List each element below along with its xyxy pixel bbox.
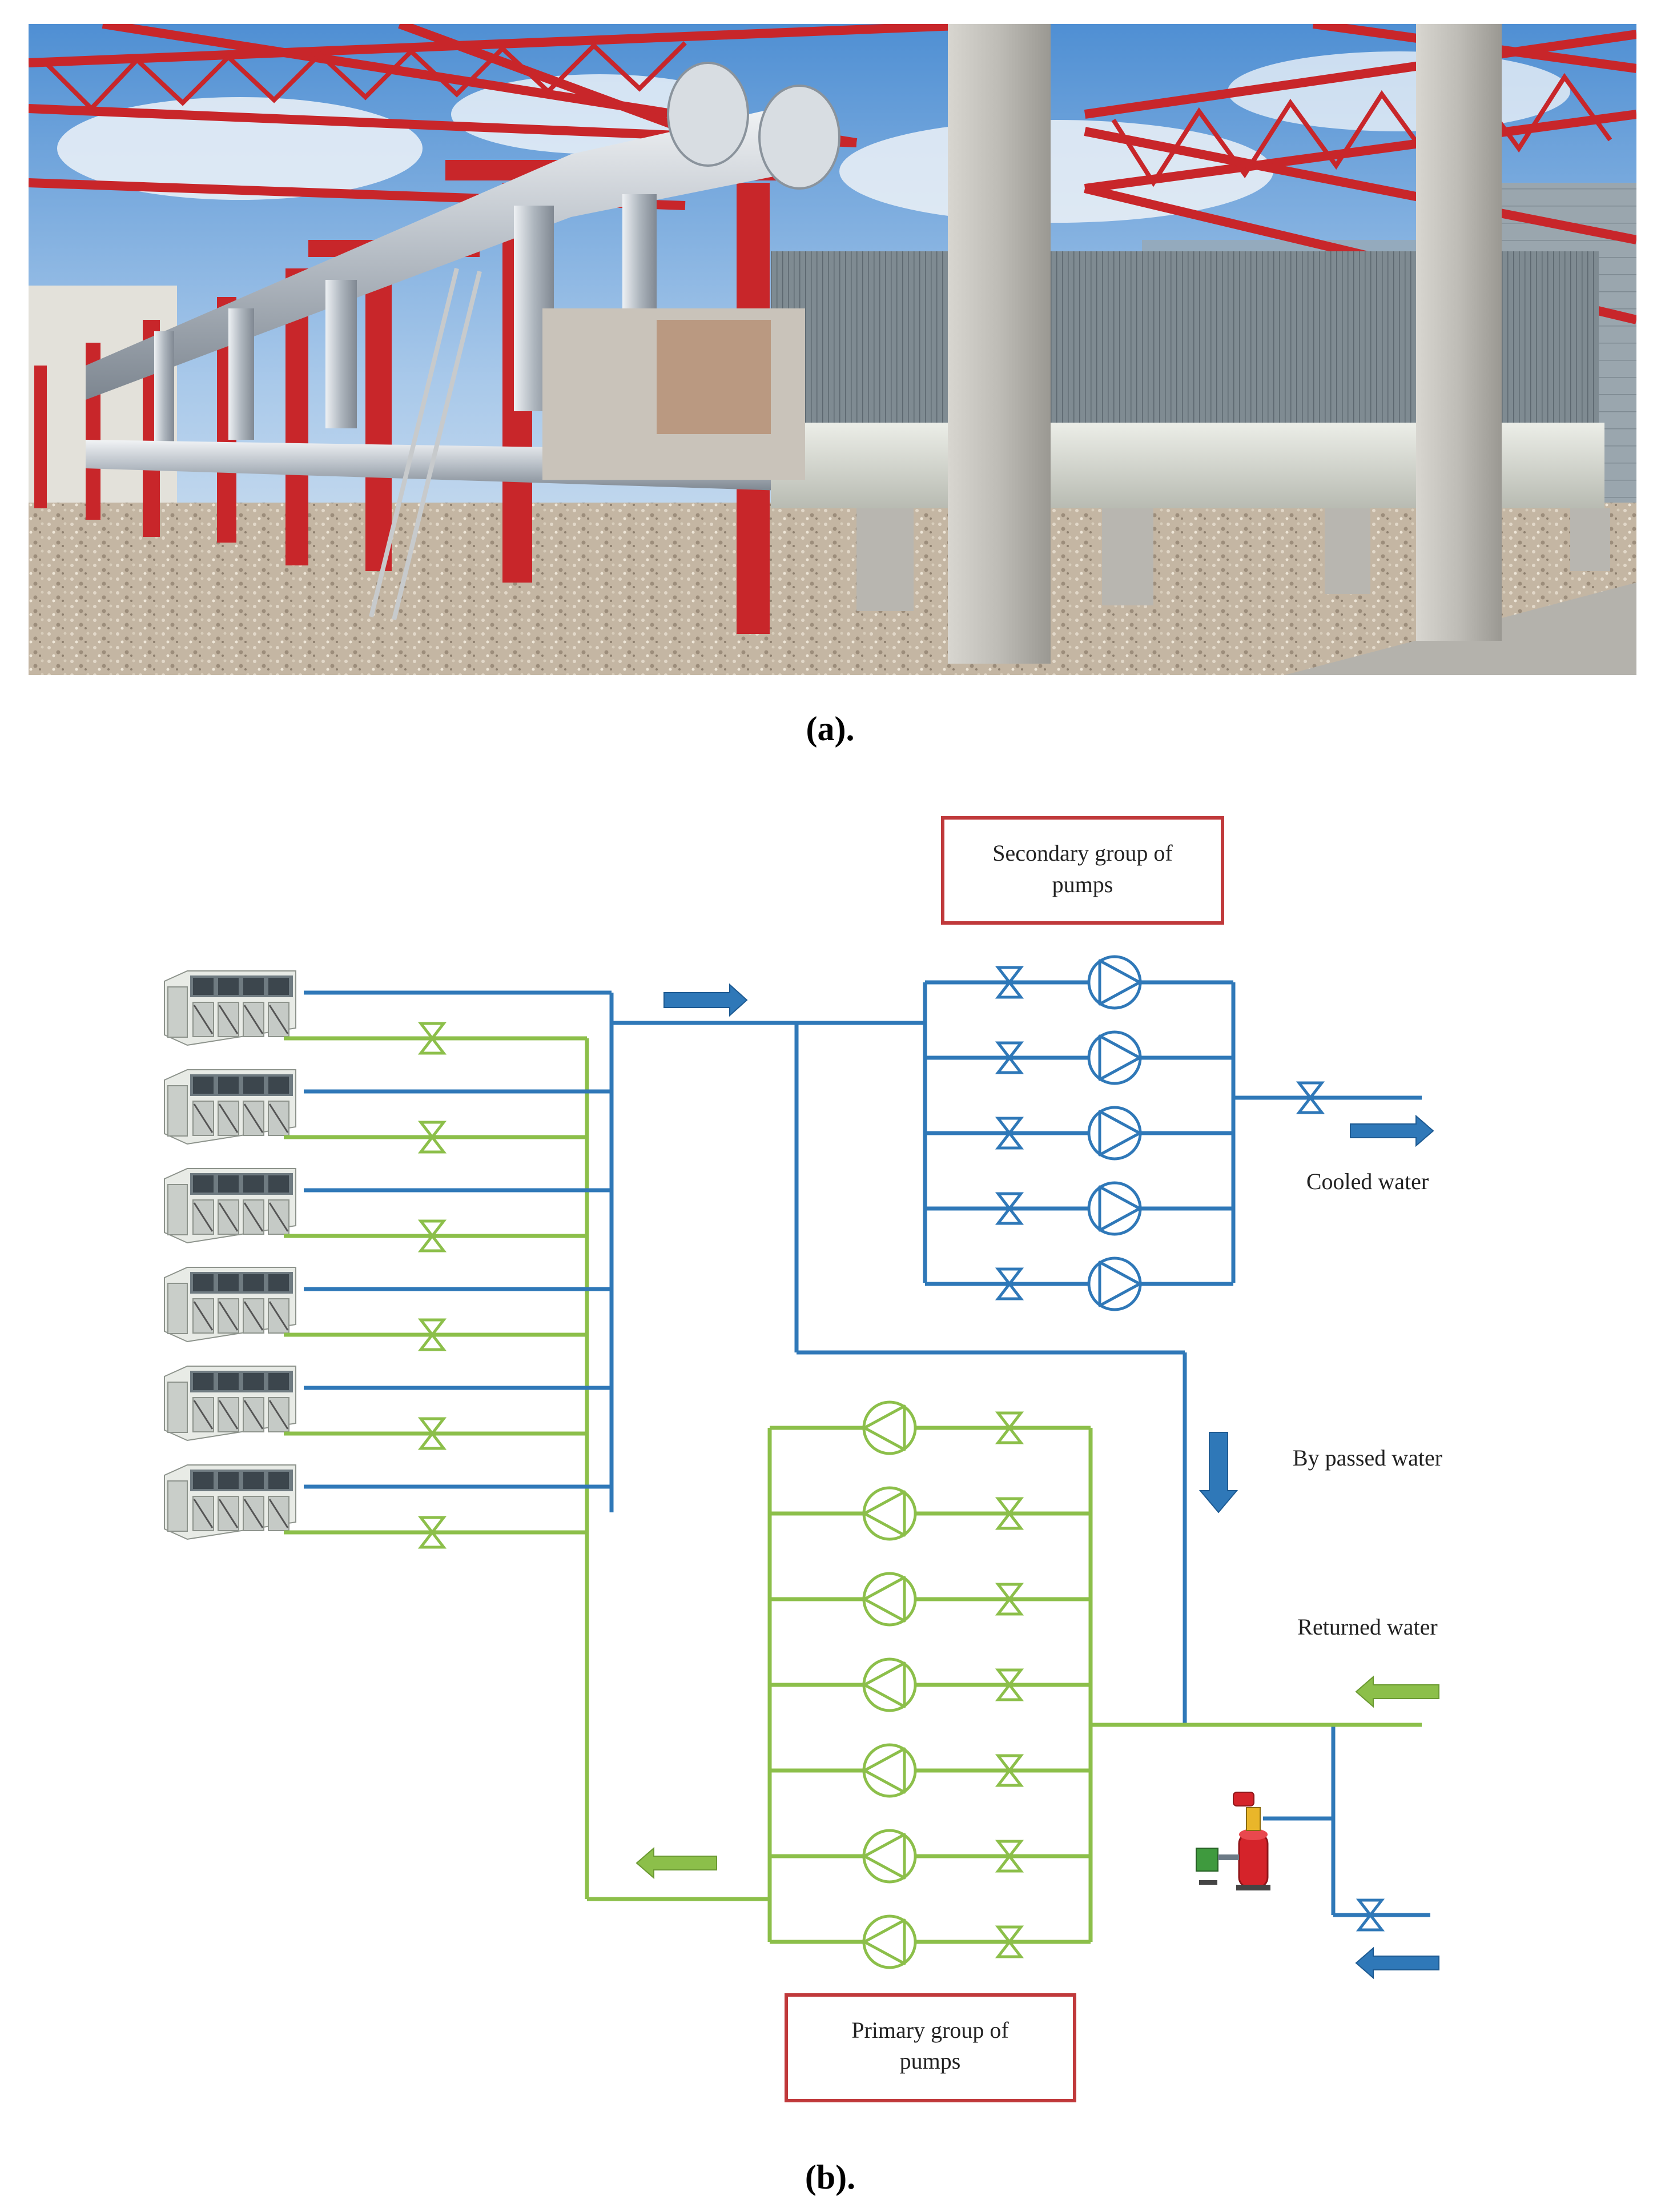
primary-pump-group xyxy=(770,1400,1091,1969)
supply-piping xyxy=(609,982,1430,1917)
chiller-group xyxy=(164,970,612,1549)
secondary-box-line1: Secondary group of xyxy=(992,840,1173,866)
chiller-icon xyxy=(164,1168,296,1244)
pump-icon xyxy=(862,1829,917,1884)
label-cooled-water: Cooled water xyxy=(1306,1169,1429,1194)
label-returned-water: Returned water xyxy=(1297,1614,1437,1640)
hydraulic-schematic xyxy=(164,816,1439,2102)
expansion-vessel-icon xyxy=(1196,1792,1270,1890)
caption-b: (b). xyxy=(805,2158,855,2196)
valve-icon xyxy=(995,966,1024,999)
secondary-pumps-box xyxy=(941,816,1224,925)
pump-icon xyxy=(862,1914,917,1969)
primary-box-line2: pumps xyxy=(900,2048,961,2074)
valve-icon xyxy=(995,1925,1024,1958)
pump-icon xyxy=(862,1400,917,1455)
flow-arrow-returned-water xyxy=(1355,1675,1439,1708)
label-bypassed-water: By passed water xyxy=(1293,1445,1442,1471)
secondary-box-line2: pumps xyxy=(1052,872,1113,897)
pump-icon xyxy=(1087,955,1142,1010)
valve-icon xyxy=(417,1318,447,1351)
line-valves xyxy=(1296,1081,1385,1932)
valve-icon xyxy=(417,1516,447,1549)
valve-icon xyxy=(1356,1898,1385,1932)
pump-icon xyxy=(862,1657,917,1712)
valve-icon xyxy=(995,1267,1024,1300)
chiller-icon xyxy=(164,1366,296,1442)
pump-icon xyxy=(862,1486,917,1541)
pump-icon xyxy=(862,1743,917,1798)
flow-arrow-return-left xyxy=(636,1846,717,1880)
flow-arrow-supply-right xyxy=(663,983,748,1017)
caption-a: (a). xyxy=(806,710,855,748)
pump-icon xyxy=(1087,1030,1142,1085)
chiller-icon xyxy=(164,1267,296,1343)
valve-icon xyxy=(1296,1081,1325,1114)
valve-icon xyxy=(995,1497,1024,1530)
valve-icon xyxy=(417,1219,447,1252)
valve-icon xyxy=(995,1117,1024,1150)
pump-icon xyxy=(1087,1181,1142,1236)
flow-arrow-bypass-down xyxy=(1199,1432,1238,1514)
pump-icon xyxy=(862,1572,917,1627)
chiller-icon xyxy=(164,1069,296,1145)
valve-icon xyxy=(417,1022,447,1055)
chiller-icon xyxy=(164,970,296,1046)
chiller-plant-photo xyxy=(29,24,1636,675)
primary-box-line1: Primary group of xyxy=(851,2017,1009,2043)
primary-pumps-box xyxy=(785,1993,1076,2102)
flow-arrow-makeup-left xyxy=(1355,1946,1439,1980)
valve-icon xyxy=(995,1583,1024,1616)
valve-icon xyxy=(417,1417,447,1450)
valve-icon xyxy=(995,1840,1024,1873)
valve-icon xyxy=(995,1754,1024,1787)
pump-icon xyxy=(1087,1106,1142,1161)
valve-icon xyxy=(995,1668,1024,1701)
valve-icon xyxy=(417,1121,447,1154)
pump-icon xyxy=(1087,1256,1142,1311)
valve-icon xyxy=(995,1041,1024,1074)
valve-icon xyxy=(995,1192,1024,1225)
secondary-pump-group xyxy=(925,955,1233,1311)
valve-icon xyxy=(995,1411,1024,1444)
flow-arrow-cooled-water xyxy=(1350,1114,1434,1147)
chiller-icon xyxy=(164,1464,296,1540)
return-piping xyxy=(585,1038,1422,1942)
